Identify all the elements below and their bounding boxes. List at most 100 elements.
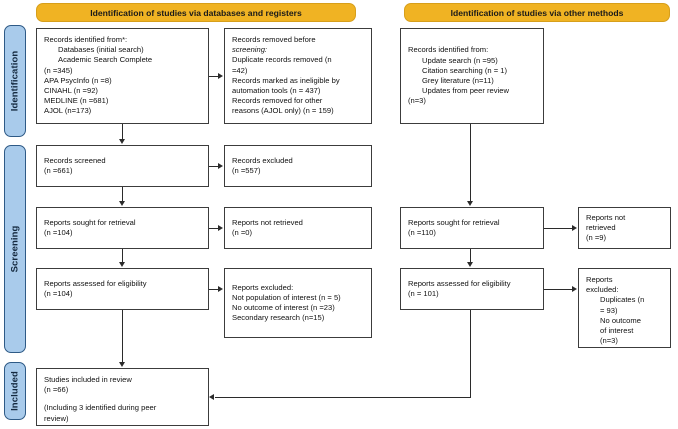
arrowhead-identified-to-screened xyxy=(118,139,125,144)
box-line: (n=3) xyxy=(408,96,426,106)
arrowhead-sought-to-notretrieved-left xyxy=(218,224,223,231)
box-line: Reports assessed for eligibility xyxy=(408,278,511,288)
box-line: automation tools (n = 437) xyxy=(232,86,321,96)
connector-sought-to-notretrieved-right xyxy=(544,228,572,229)
box-line: Databases (initial search) xyxy=(58,45,144,55)
box-line: Records identified from*: xyxy=(44,35,128,44)
arrowhead-screened-to-sought-left xyxy=(118,201,125,206)
banner-databases-registers: Identification of studies via databases … xyxy=(36,3,356,22)
box-line: Citation searching (n = 1) xyxy=(422,65,508,75)
arrowhead-right-to-included xyxy=(209,393,214,400)
box-line: Grey literature (n=11) xyxy=(422,76,494,85)
arrowhead-sought-to-assessed-right xyxy=(466,262,473,267)
box-line: Reports not xyxy=(586,212,626,222)
box-line: excluded: xyxy=(586,285,619,295)
connector-sought-to-assessed-right xyxy=(470,249,471,262)
box-line: (n =0) xyxy=(232,228,253,237)
box-reports-assessed-for-eligibility-left: Reports assessed for eligibility(n =104) xyxy=(36,268,209,310)
box-records-identified-other-methods: Records identified from:Update search (n… xyxy=(400,28,544,124)
box-line: Reports not retrieved xyxy=(232,217,303,227)
box-line: (n =661) xyxy=(44,166,73,175)
banner-other-methods: Identification of studies via other meth… xyxy=(404,3,670,22)
phase-rail-identification: Identification xyxy=(4,25,26,137)
box-line: Update search (n =95) xyxy=(422,55,498,65)
box-reports-sought-for-retrieval-right: Reports sought for retrieval(n =110) xyxy=(400,207,544,249)
connector-assessed-right-down-to-included xyxy=(470,310,471,397)
connector-assessed-to-excluded-right xyxy=(544,289,572,290)
box-line: Records identified from: xyxy=(408,45,489,55)
box-line: AJOL (n=173) xyxy=(44,106,92,116)
connector-assessed-to-excluded-left xyxy=(209,289,218,290)
box-line: No outcome xyxy=(600,315,641,325)
connector-screened-to-excluded xyxy=(209,166,218,167)
box-line: Academic Search Complete xyxy=(58,55,153,65)
box-line: (n =104) xyxy=(44,228,73,237)
banner-other-methods-label: Identification of studies via other meth… xyxy=(450,7,624,18)
box-line: (n =345) xyxy=(44,65,73,75)
box-line: =42) xyxy=(232,65,248,75)
box-line: Secondary research (n=15) xyxy=(232,313,325,323)
box-line: (n=3) xyxy=(600,336,618,346)
box-records-excluded: Records excluded(n =557) xyxy=(224,145,372,187)
connector-screened-to-sought-left xyxy=(122,187,123,201)
box-line: (n =66) xyxy=(44,385,69,395)
box-line: No outcome of interest (n =23) xyxy=(232,303,335,312)
box-line: Reports xyxy=(586,275,613,284)
arrowhead-sought-to-notretrieved-right xyxy=(572,224,577,231)
box-line: (Including 3 identified during peer xyxy=(44,403,157,413)
connector-sought-to-assessed-left xyxy=(122,249,123,262)
connector-identified-to-removed xyxy=(209,76,218,77)
box-line: Reports assessed for eligibility xyxy=(44,278,147,288)
box-line-spacer xyxy=(44,395,201,403)
box-reports-not-retrieved-left: Reports not retrieved(n =0) xyxy=(224,207,372,249)
box-line: = 93) xyxy=(600,305,618,315)
phase-rail-screening-label: Screening xyxy=(9,225,21,273)
connector-identified-to-screened xyxy=(122,124,123,139)
arrowhead-screened-to-excluded xyxy=(218,162,223,169)
box-records-screened: Records screened(n =661) xyxy=(36,145,209,187)
box-line: Studies included in review xyxy=(44,375,132,384)
box-line: (n = 101) xyxy=(408,289,439,298)
connector-other-to-sought-right xyxy=(470,124,471,201)
box-line: APA PsycInfo (n =8) xyxy=(44,75,112,85)
box-line: CINAHL (n =92) xyxy=(44,86,98,96)
banner-databases-registers-label: Identification of studies via databases … xyxy=(90,7,302,18)
box-line: Reports sought for retrieval xyxy=(44,217,136,227)
box-line: (n =557) xyxy=(232,166,261,175)
arrowhead-assessed-to-excluded-left xyxy=(218,285,223,292)
box-reports-sought-for-retrieval-left: Reports sought for retrieval(n =104) xyxy=(36,207,209,249)
box-reports-assessed-for-eligibility-right: Reports assessed for eligibility(n = 101… xyxy=(400,268,544,310)
box-line: of interest xyxy=(600,326,634,336)
box-line: Records screened xyxy=(44,155,106,165)
phase-rail-screening: Screening xyxy=(4,145,26,353)
box-reports-excluded-left: Reports excluded:Not population of inter… xyxy=(224,268,372,338)
box-line: (n =110) xyxy=(408,228,436,237)
connector-sought-to-notretrieved-left xyxy=(209,228,218,229)
box-line: screening: xyxy=(232,45,268,55)
arrowhead-assessed-to-included xyxy=(118,362,125,367)
arrowhead-sought-to-assessed-left xyxy=(118,262,125,267)
phase-rail-included: Included xyxy=(4,362,26,420)
box-line: Records excluded xyxy=(232,155,293,165)
box-line: Records removed for other xyxy=(232,96,323,106)
box-line: retrieved xyxy=(586,222,616,232)
box-line: Reports excluded: xyxy=(232,282,294,292)
connector-right-to-included-horizontal xyxy=(215,397,471,398)
box-line: (n =9) xyxy=(586,233,607,243)
box-line: MEDLINE (n =681) xyxy=(44,96,109,106)
phase-rail-included-label: Included xyxy=(9,371,21,411)
box-line: (n =104) xyxy=(44,289,73,298)
box-records-identified-from: Records identified from*:Databases (init… xyxy=(36,28,209,124)
box-line: Duplicate records removed (n xyxy=(232,55,332,65)
box-line: Updates from peer review xyxy=(422,86,509,96)
connector-assessed-to-included xyxy=(122,310,123,362)
arrowhead-identified-to-removed xyxy=(218,72,223,79)
box-line: Duplicates (n xyxy=(600,295,645,305)
arrowhead-assessed-to-excluded-right xyxy=(572,285,577,292)
box-studies-included-in-review: Studies included in review(n =66) (Includ… xyxy=(36,368,209,426)
box-line: Records removed before xyxy=(232,35,316,44)
